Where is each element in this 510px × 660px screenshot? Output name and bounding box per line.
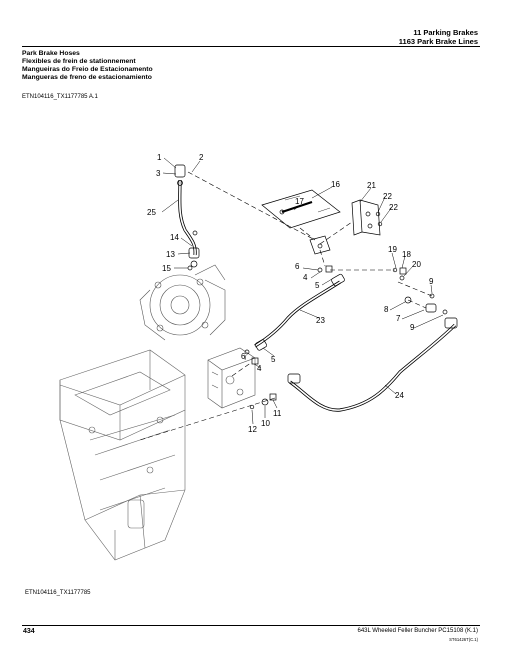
callout-19: 19 — [388, 245, 397, 254]
callout-16: 16 — [331, 180, 340, 189]
callout-5a: 5 — [315, 281, 320, 290]
callout-5b: 5 — [271, 355, 276, 364]
mounting-plate — [261, 189, 341, 229]
title-pt: Mangueiras do Freio de Estacionamento — [22, 66, 153, 73]
callout-13: 13 — [166, 250, 175, 259]
callout-6b: 6 — [241, 352, 246, 361]
brake-housing — [139, 264, 226, 341]
fitting-1 — [174, 164, 186, 186]
callout-4a: 4 — [303, 273, 308, 282]
footer-code: ST61426T(C.1) — [449, 637, 478, 642]
fitting-6a — [325, 265, 333, 273]
fitting-4a — [317, 267, 323, 273]
callout-22b: 22 — [389, 203, 398, 212]
callout-23: 23 — [316, 316, 325, 325]
figure-id: ETN104116_TX1177785 A.1 — [22, 94, 98, 100]
callout-4b: 4 — [257, 364, 262, 373]
footer-doc: 643L Wheeled Feller Buncher PC15108 (K.1… — [357, 628, 478, 634]
title-fr: Flexibles de frein de stationnement — [22, 58, 136, 65]
fitting-9b — [442, 309, 448, 315]
callout-25: 25 — [147, 208, 156, 217]
subsection-title: 1163 Park Brake Lines — [398, 37, 478, 46]
callout-2: 2 — [199, 153, 204, 162]
title-es: Mangueras de freno de estacionamiento — [22, 74, 152, 81]
section-title: 11 Parking Brakes — [413, 28, 478, 37]
callout-21: 21 — [367, 181, 376, 190]
callout-1: 1 — [157, 153, 162, 162]
callout-20: 20 — [412, 260, 421, 269]
figure-id-bottom: ETN104116_TX1177785 — [25, 590, 91, 596]
title-en: Park Brake Hoses — [22, 50, 80, 57]
callout-9b: 9 — [410, 323, 415, 332]
callout-10: 10 — [261, 419, 270, 428]
machine-frame — [59, 349, 186, 561]
callout-22a: 22 — [383, 192, 392, 201]
callout-8: 8 — [384, 305, 389, 314]
callout-17: 17 — [295, 197, 304, 206]
callout-18: 18 — [402, 250, 411, 259]
fitting-4b — [251, 357, 259, 365]
callout-7: 7 — [396, 314, 401, 323]
callout-6a: 6 — [295, 262, 300, 271]
callout-12: 12 — [248, 425, 257, 434]
fitting-8 — [404, 296, 412, 304]
valve-block — [207, 347, 256, 409]
fitting-19 — [392, 267, 398, 273]
footer-rule — [22, 625, 480, 626]
figure-titles: Park Brake Hoses Flexibles de frein de s… — [22, 50, 153, 82]
callout-15: 15 — [162, 264, 171, 273]
callout-11: 11 — [273, 409, 282, 418]
page-number: 434 — [23, 628, 35, 635]
leader-lines — [161, 157, 444, 425]
bracket — [351, 199, 381, 236]
fitting-18 — [399, 267, 407, 275]
fitting-7 — [425, 303, 437, 313]
fitting-10 — [261, 398, 269, 406]
fitting-20 — [399, 275, 405, 281]
fitting-6b — [244, 349, 250, 355]
callout-24: 24 — [395, 391, 404, 400]
callout-3: 3 — [156, 169, 161, 178]
fitting-9a — [429, 293, 435, 299]
assembly-lines — [139, 171, 433, 441]
callout-14: 14 — [170, 233, 179, 242]
callout-9a: 9 — [429, 277, 434, 286]
header-rule — [22, 46, 480, 47]
